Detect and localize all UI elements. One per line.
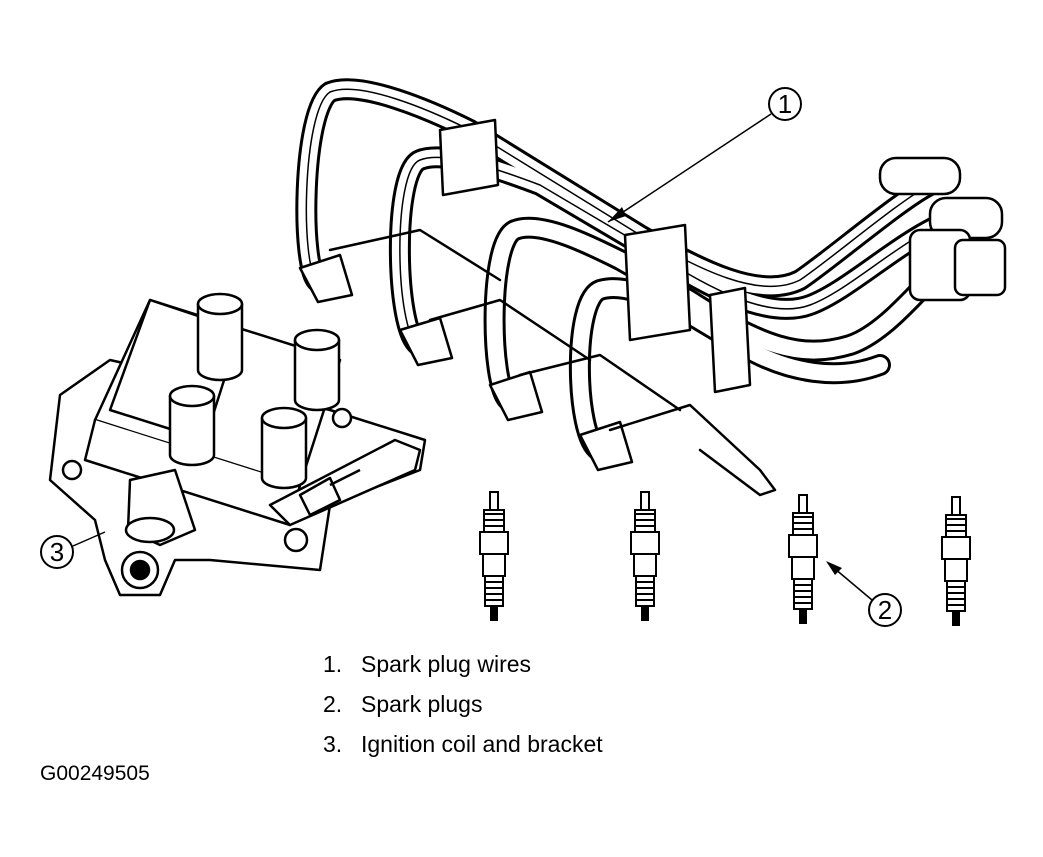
legend-item-number: 2. [323, 691, 343, 717]
legend-item-label: Ignition coil and bracket [361, 731, 603, 757]
spark-plug-3 [788, 494, 818, 624]
figure-id: G00249505 [40, 762, 150, 785]
callout-2-number: 2 [878, 595, 892, 625]
spark-plug-1 [479, 491, 509, 621]
wire-boot-3 [488, 370, 544, 422]
callout-2: 2 [826, 561, 902, 627]
legend-item-label: Spark plug wires [361, 651, 532, 677]
ignition-coil-and-bracket [48, 292, 427, 597]
wire-separator-3 [708, 286, 752, 394]
spark-plug-wires [295, 78, 1007, 497]
wire-boot-4 [578, 420, 634, 472]
legend-item: 1. Spark plug wires [323, 644, 603, 684]
legend: 1. Spark plug wires 2. Spark plugs 3. Ignit… [323, 644, 603, 764]
legend-item: 3. Ignition coil and bracket [323, 724, 603, 764]
legend-item-label: Spark plugs [361, 691, 483, 717]
spark-plug-4 [941, 496, 971, 626]
callout-3: 3 [40, 531, 106, 569]
legend-item-number: 1. [323, 651, 343, 677]
wire-separator-1 [438, 118, 500, 197]
legend-item-number: 3. [323, 731, 343, 757]
spark-plugs [479, 491, 971, 626]
callout-1-number: 1 [778, 89, 792, 119]
callout-3-number: 3 [50, 537, 64, 567]
spark-plug-2 [630, 491, 660, 621]
coil-boot-1 [878, 156, 962, 196]
legend-item: 2. Spark plugs [323, 684, 603, 724]
callout-1: 1 [607, 87, 802, 223]
wire-separator-2 [623, 223, 692, 342]
wire-boot-2 [398, 316, 454, 367]
coil-boot-4 [953, 238, 1007, 297]
wire-boot-1 [298, 253, 354, 304]
coil-towers [168, 292, 341, 490]
